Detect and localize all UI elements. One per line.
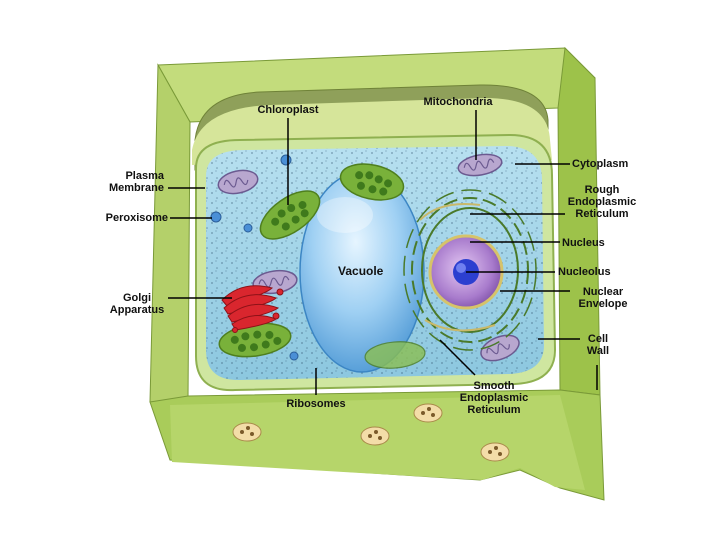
label-mitochondria: Mitochondria (416, 96, 500, 108)
label-chloroplast: Chloroplast (252, 104, 324, 116)
label-nuclear-envelope: Nuclear Envelope (568, 286, 638, 310)
label-plasma-membrane: Plasma Membrane (86, 170, 164, 194)
label-smooth-er: Smooth Endoplasmic Reticulum (452, 380, 536, 416)
label-cell-wall: Cell Wall (578, 333, 618, 357)
label-cytoplasm: Cytoplasm (572, 158, 652, 170)
label-ribosomes: Ribosomes (280, 398, 352, 410)
label-rough-er: Rough Endoplasmic Reticulum (562, 184, 642, 220)
label-nucleus: Nucleus (562, 237, 632, 249)
label-peroxisome: Peroxisome (86, 212, 168, 224)
label-nucleolus: Nucleolus (558, 266, 630, 278)
cell-wall-left (150, 65, 190, 402)
label-golgi-apparatus: Golgi Apparatus (104, 292, 170, 316)
label-vacuole: Vacuole (338, 265, 398, 277)
